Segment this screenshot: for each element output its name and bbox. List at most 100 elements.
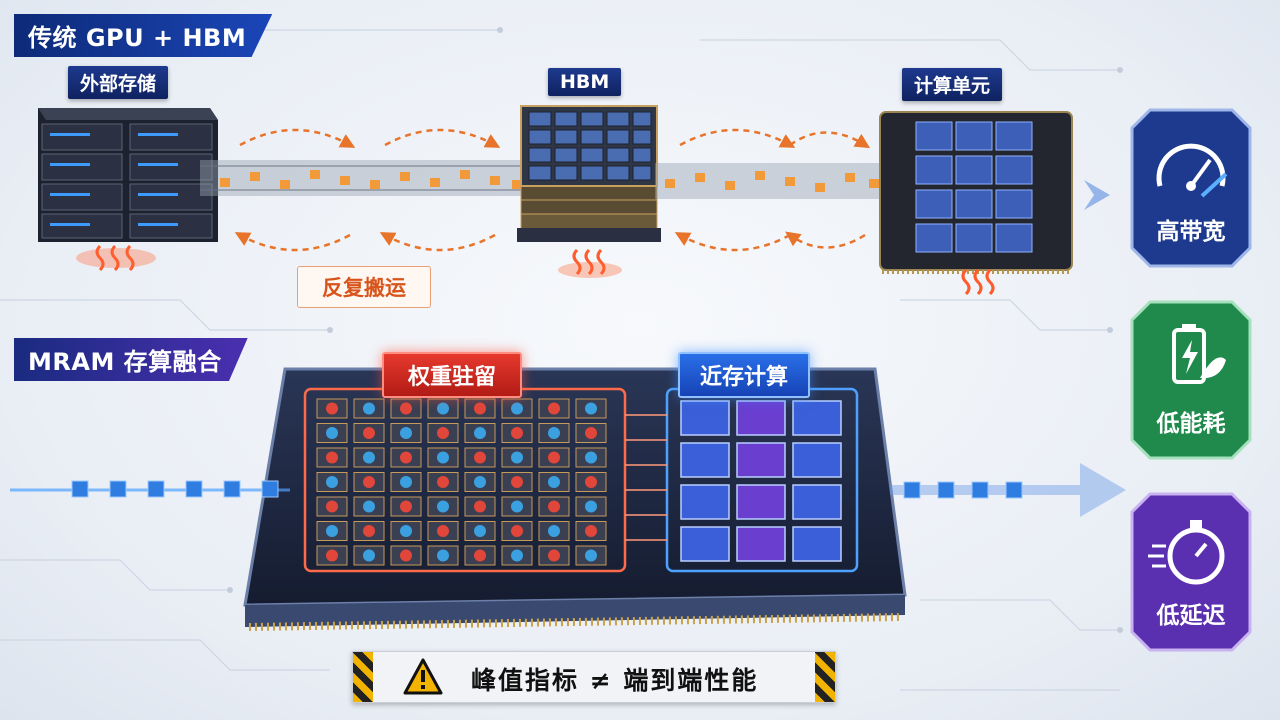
warning-text: 峰值指标 ≠ 端到端性能	[471, 666, 759, 695]
warning-banner: 峰值指标 ≠ 端到端性能	[352, 651, 836, 703]
section-title-mram: MRAM 存算融合	[14, 338, 248, 381]
hazard-stripe	[353, 652, 373, 702]
stopwatch-icon	[1130, 492, 1252, 652]
weight-bit	[548, 525, 560, 537]
compute-core	[680, 484, 730, 520]
weight-bit	[548, 500, 560, 513]
weight-bit	[326, 525, 338, 537]
compute-core	[680, 400, 730, 436]
benefit-badge-low-power: 低能耗	[1130, 300, 1252, 460]
weight-bit	[437, 451, 449, 464]
weight-bit	[363, 549, 375, 562]
weight-bit	[585, 549, 597, 562]
weight-bit	[511, 476, 523, 488]
weight-bit	[326, 451, 338, 464]
transfer-arrows	[234, 128, 871, 252]
weight-resident-tag: 权重驻留	[382, 352, 523, 398]
weight-bit	[437, 427, 449, 439]
weight-bit	[474, 500, 486, 513]
benefit-label: 低延迟	[1156, 603, 1226, 629]
weight-bit	[437, 500, 449, 513]
weight-bit	[400, 549, 412, 562]
weight-bit	[400, 402, 412, 415]
section-title-traditional: 传统 GPU + HBM	[14, 14, 273, 57]
weight-bit	[548, 451, 560, 464]
weight-bit	[511, 451, 523, 464]
weight-bit	[548, 476, 560, 488]
weight-bit	[326, 549, 338, 562]
weight-bit	[326, 500, 338, 513]
weight-bit	[363, 451, 375, 464]
weight-bit	[326, 476, 338, 488]
benefit-label: 低能耗	[1156, 411, 1226, 437]
weight-bit	[400, 427, 412, 439]
compute-core	[736, 400, 786, 436]
weight-bit	[511, 525, 523, 537]
compute-core	[736, 442, 786, 478]
repeated-transfer-label: 反复搬运	[297, 266, 431, 308]
output-data-stream	[890, 463, 1126, 517]
weight-bit	[400, 500, 412, 513]
weight-bit	[585, 476, 597, 488]
weight-bit	[585, 500, 597, 513]
weight-bit	[474, 525, 486, 537]
storage-label: 外部存储	[68, 66, 169, 99]
weight-bit	[548, 549, 560, 562]
data-bus-hbm-compute	[655, 163, 885, 199]
weight-bit	[437, 402, 449, 415]
weight-bit	[585, 427, 597, 439]
compute-unit-chip	[879, 111, 1073, 296]
weight-bit	[511, 500, 523, 513]
weight-bit	[400, 451, 412, 464]
weight-bit	[363, 476, 375, 488]
weight-bit	[474, 549, 486, 562]
weight-bit	[474, 451, 486, 464]
weight-bit	[363, 500, 375, 513]
weight-bit	[400, 525, 412, 537]
compute-label: 计算单元	[902, 68, 1003, 101]
weight-bit	[437, 525, 449, 537]
weight-bit	[585, 402, 597, 415]
compute-core	[792, 442, 842, 478]
weight-bit	[437, 476, 449, 488]
speedometer-icon	[1130, 108, 1252, 268]
weight-bit	[363, 525, 375, 537]
weight-bit	[548, 427, 560, 439]
compute-core	[792, 400, 842, 436]
compute-core	[792, 526, 842, 562]
compute-core	[680, 526, 730, 562]
weight-bit	[585, 451, 597, 464]
storage-server-rack	[38, 108, 218, 272]
benefit-badge-low-latency: 低延迟	[1130, 492, 1252, 652]
weight-bit	[400, 476, 412, 488]
compute-core	[736, 526, 786, 562]
weight-bit	[585, 525, 597, 537]
warning-icon	[403, 658, 443, 695]
benefit-label: 高带宽	[1156, 219, 1226, 245]
weight-bit	[511, 427, 523, 439]
hbm-label: HBM	[548, 68, 622, 96]
weight-bit	[326, 402, 338, 415]
data-bus-storage-hbm	[200, 160, 530, 196]
compute-core	[680, 442, 730, 478]
near-memory-compute-tag: 近存计算	[678, 352, 811, 398]
weight-bit	[511, 402, 523, 415]
weight-bit	[474, 402, 486, 415]
battery-leaf-icon	[1130, 300, 1252, 460]
weight-bit	[363, 427, 375, 439]
weight-bit	[437, 549, 449, 562]
hbm-stack	[517, 105, 661, 278]
weight-bit	[363, 402, 375, 415]
weight-bit	[548, 402, 560, 415]
compute-core	[736, 484, 786, 520]
weight-bit	[511, 549, 523, 562]
weight-bit	[474, 476, 486, 488]
weight-bit	[474, 427, 486, 439]
flow-arrow-top	[1084, 180, 1110, 210]
input-data-stream	[10, 480, 290, 498]
weight-bit	[326, 427, 338, 439]
hazard-stripe	[815, 652, 835, 702]
mram-chip	[243, 367, 907, 631]
compute-core	[792, 484, 842, 520]
